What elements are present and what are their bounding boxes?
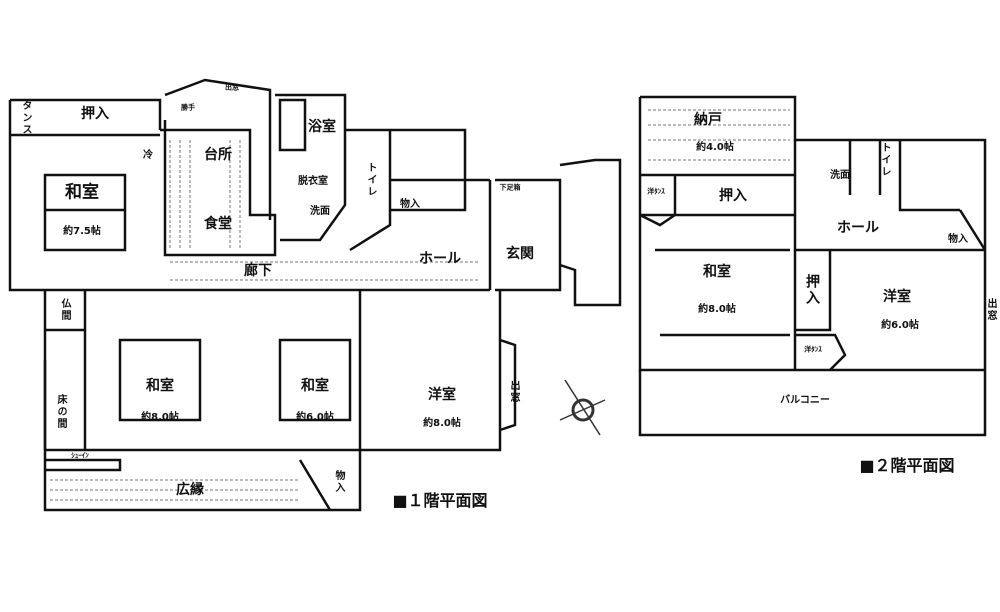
floor2-hatching (648, 109, 790, 161)
room-label-oshiire: 押入 (804, 274, 820, 306)
room-label-katte: 勝手 (181, 103, 195, 112)
floor1-hatching (50, 140, 480, 501)
room-label-hall: ホール (419, 251, 461, 267)
room-size: 約6.0帖 (881, 320, 919, 331)
room-size: 約8.0帖 (141, 412, 179, 423)
room-label-balcony: バルコニー (780, 395, 830, 406)
room-label-storage: 物入 (333, 470, 344, 494)
room-label-bath: 浴室 (308, 119, 336, 135)
room-label-toilet: トイレ (879, 142, 890, 178)
room-size: 約8.0帖 (698, 304, 736, 315)
room-label-tansu: タンス (20, 100, 31, 136)
room-label-nando: 納戸 (694, 112, 722, 128)
room-label-corridor: 廊下 (244, 263, 272, 279)
floor2-walls (638, 95, 987, 437)
room-label-storage: 物入 (948, 234, 968, 245)
room-label-washitsu: 和室 (65, 182, 99, 203)
room-label-butsuma: 仏間 (59, 298, 70, 322)
room-label-refrigerator: 冷 (143, 150, 153, 161)
room-label-youshitsu: 洋室 (428, 387, 456, 403)
room-label-washroom: 洗面 (310, 206, 330, 217)
room-size: 約6.0帖 (296, 412, 334, 423)
room-label-washitsu: 和室 (146, 378, 174, 394)
room-label-demado: 出窓 (225, 83, 239, 92)
room-size: 約8.0帖 (423, 418, 461, 429)
room-label-oshiire: 押入 (81, 106, 109, 122)
room-label-kitchen: 台所 (204, 147, 232, 163)
room-size: 約4.0帖 (696, 142, 734, 153)
room-label-tokonoma: 床の間 (55, 394, 66, 430)
room-label-demado: 出窓 (508, 380, 519, 404)
room-label-shoe-cabinet: 下足箱 (499, 183, 521, 192)
room-label-hiroen: 広縁 (176, 482, 204, 498)
room-label-demado: 出窓 (985, 298, 996, 322)
room-label-storage: 物入 (400, 199, 420, 210)
room-label-washroom: 洗面 (830, 170, 850, 181)
room-label-closet: 洋ﾀﾝｽ (647, 187, 665, 196)
room-label-oshiire: 押入 (719, 188, 747, 204)
floor1-walls (8, 78, 622, 512)
compass-icon (559, 379, 606, 436)
room-label-shoes-in: ｼｭｰｲﾝ (71, 451, 89, 460)
room-label-closet: 洋ﾀﾝｽ (804, 345, 822, 354)
room-size: 約7.5帖 (63, 226, 101, 237)
room-label-toilet: トイレ (365, 162, 376, 198)
room-label-washitsu: 和室 (301, 378, 329, 394)
room-label-dressing: 脱衣室 (298, 176, 328, 187)
room-label-entrance: 玄関 (506, 246, 534, 262)
floor2-title: ■２階平面図 (859, 456, 955, 475)
room-label-washitsu: 和室 (703, 264, 731, 280)
room-label-hall: ホール (837, 220, 879, 236)
floor1-title: ■１階平面図 (392, 491, 488, 510)
room-label-youshitsu: 洋室 (883, 289, 911, 305)
room-label-dining: 食堂 (204, 216, 232, 232)
